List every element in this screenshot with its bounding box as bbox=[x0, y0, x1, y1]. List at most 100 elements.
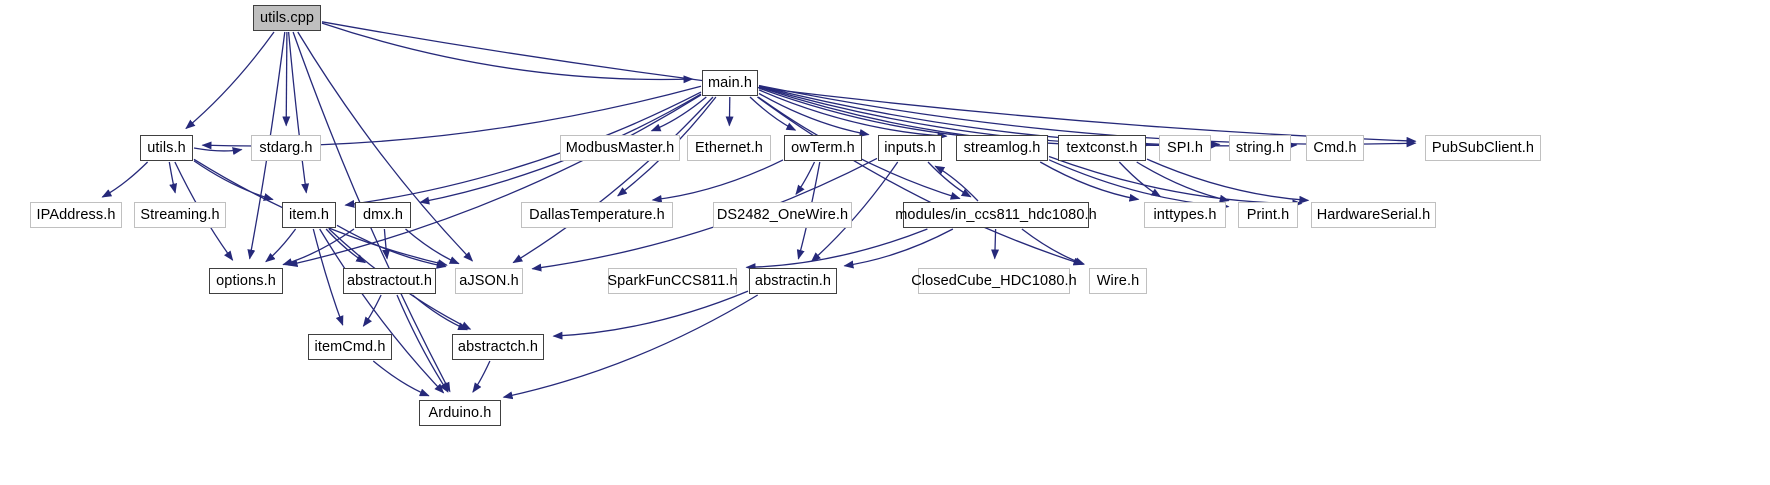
graph-node-owterm-h[interactable]: owTerm.h bbox=[784, 135, 862, 161]
graph-edge bbox=[101, 161, 149, 198]
graph-node-label: Ethernet.h bbox=[695, 139, 763, 156]
graph-node-label: textconst.h bbox=[1066, 139, 1138, 156]
graph-edge bbox=[396, 294, 449, 393]
graph-edge bbox=[405, 228, 460, 265]
graph-edge bbox=[758, 89, 948, 140]
graph-edge bbox=[319, 228, 445, 394]
graph-node-label: SparkFunCCS811.h bbox=[607, 272, 738, 289]
graph-edge bbox=[193, 160, 274, 201]
graph-node-label: abstractin.h bbox=[754, 272, 832, 289]
graph-node-label: Cmd.h bbox=[1313, 139, 1357, 156]
graph-edge bbox=[282, 228, 355, 266]
graph-edge bbox=[193, 147, 243, 156]
graph-node-label: stdarg.h bbox=[259, 139, 313, 156]
graph-edge bbox=[472, 360, 491, 393]
graph-edge bbox=[1039, 161, 1140, 202]
graph-node-item-h[interactable]: item.h bbox=[282, 202, 336, 228]
graph-node-abstractch-h[interactable]: abstractch.h bbox=[452, 334, 544, 360]
graph-node-hdc1080-h[interactable]: ClosedCube_HDC1080.h bbox=[911, 268, 1077, 294]
graph-node-stdarg-h[interactable]: stdarg.h bbox=[251, 135, 321, 161]
graph-edge bbox=[312, 228, 344, 326]
graph-node-label: DS2482_OneWire.h bbox=[716, 206, 849, 223]
graph-node-utils-cpp[interactable]: utils.cpp bbox=[253, 5, 321, 31]
graph-node-label: owTerm.h bbox=[791, 139, 855, 156]
graph-node-label: options.h bbox=[216, 272, 276, 289]
graph-node-label: inttypes.h bbox=[1153, 206, 1217, 223]
graph-node-label: abstractout.h bbox=[346, 272, 433, 289]
graph-edge bbox=[287, 94, 702, 268]
graph-edge bbox=[758, 87, 1050, 145]
graph-node-label: main.h bbox=[707, 74, 753, 91]
graph-node-label: ClosedCube_HDC1080.h bbox=[911, 272, 1077, 289]
graph-edge bbox=[927, 161, 972, 198]
graph-edge bbox=[362, 294, 382, 327]
graph-node-dmx-h[interactable]: dmx.h bbox=[355, 202, 411, 228]
graph-node-label: itemCmd.h bbox=[314, 338, 386, 355]
graph-edge bbox=[1146, 158, 1310, 204]
graph-node-pubsubclient-h[interactable]: PubSubClient.h bbox=[1425, 135, 1541, 161]
graph-edge bbox=[321, 22, 694, 84]
graph-node-label: inputs.h bbox=[884, 139, 936, 156]
graph-edge bbox=[382, 228, 391, 260]
graph-node-sparkfun-h[interactable]: SparkFunCCS811.h bbox=[607, 268, 738, 294]
graph-node-inttypes-h[interactable]: inttypes.h bbox=[1144, 202, 1226, 228]
graph-node-arduino-h[interactable]: Arduino.h bbox=[419, 400, 501, 426]
graph-node-main-h[interactable]: main.h bbox=[702, 70, 758, 96]
graph-node-streamlog-h[interactable]: streamlog.h bbox=[956, 135, 1048, 161]
graph-node-options-h[interactable]: options.h bbox=[209, 268, 283, 294]
graph-node-label: streamlog.h bbox=[963, 139, 1041, 156]
graph-node-abstractin-h[interactable]: abstractin.h bbox=[749, 268, 837, 294]
graph-edge bbox=[1136, 161, 1230, 203]
graph-node-utils-h[interactable]: utils.h bbox=[140, 135, 193, 161]
graph-node-dallastemp-h[interactable]: DallasTemperature.h bbox=[521, 202, 673, 228]
graph-edge bbox=[843, 228, 954, 269]
graph-node-string-h[interactable]: string.h bbox=[1229, 135, 1291, 161]
graph-edge bbox=[757, 96, 1084, 266]
graph-edge bbox=[287, 31, 310, 194]
graph-edge bbox=[185, 31, 275, 130]
graph-node-label: utils.cpp bbox=[259, 9, 315, 26]
graph-edge bbox=[758, 92, 870, 137]
graph-node-wire-h[interactable]: Wire.h bbox=[1089, 268, 1147, 294]
graph-node-textconst-h[interactable]: textconst.h bbox=[1058, 135, 1146, 161]
graph-node-label: dmx.h bbox=[363, 206, 403, 223]
graph-edge bbox=[749, 96, 797, 131]
graph-node-ipaddress-h[interactable]: IPAddress.h bbox=[30, 202, 122, 228]
graph-node-itemcmd-h[interactable]: itemCmd.h bbox=[308, 334, 392, 360]
graph-edge bbox=[552, 290, 749, 340]
graph-edge bbox=[1021, 228, 1086, 265]
graph-node-inputs-h[interactable]: inputs.h bbox=[878, 135, 942, 161]
graph-edge bbox=[265, 228, 297, 263]
graph-node-label: utils.h bbox=[147, 139, 186, 156]
graph-edge bbox=[991, 228, 1000, 260]
graph-node-label: Streaming.h bbox=[140, 206, 220, 223]
graph-node-label: modules/in_ccs811_hdc1080.h bbox=[895, 206, 1097, 223]
graph-edge bbox=[512, 96, 714, 264]
graph-node-ccs811-h[interactable]: modules/in_ccs811_hdc1080.h bbox=[895, 202, 1097, 228]
graph-edge bbox=[321, 21, 1417, 145]
graph-node-modbusmaster-h[interactable]: ModbusMaster.h bbox=[560, 135, 680, 161]
graph-node-label: Arduino.h bbox=[428, 404, 492, 421]
graph-node-label: abstractch.h bbox=[457, 338, 539, 355]
graph-node-ethernet-h[interactable]: Ethernet.h bbox=[687, 135, 771, 161]
graph-node-abstractout-h[interactable]: abstractout.h bbox=[343, 268, 436, 294]
graph-node-print-h[interactable]: Print.h bbox=[1238, 202, 1298, 228]
graph-node-label: PubSubClient.h bbox=[1431, 139, 1535, 156]
graph-edge bbox=[1048, 159, 1230, 210]
graph-node-streaming-h[interactable]: Streaming.h bbox=[134, 202, 226, 228]
graph-node-ds2482-h[interactable]: DS2482_OneWire.h bbox=[713, 202, 852, 228]
graph-node-label: HardwareSerial.h bbox=[1316, 206, 1431, 223]
graph-node-label: SPI.h bbox=[1167, 139, 1203, 156]
graph-node-ajson-h[interactable]: aJSON.h bbox=[455, 268, 523, 294]
graph-node-label: item.h bbox=[288, 206, 330, 223]
graph-edge bbox=[1118, 161, 1162, 198]
graph-edge bbox=[650, 96, 707, 132]
graph-node-label: aJSON.h bbox=[459, 272, 519, 289]
graph-edge bbox=[168, 161, 178, 194]
graph-node-cmd-h[interactable]: Cmd.h bbox=[1306, 135, 1364, 161]
graph-node-spi-h[interactable]: SPI.h bbox=[1159, 135, 1211, 161]
graph-node-hwserial-h[interactable]: HardwareSerial.h bbox=[1311, 202, 1436, 228]
graph-edge bbox=[651, 159, 784, 203]
graph-node-label: string.h bbox=[1235, 139, 1285, 156]
